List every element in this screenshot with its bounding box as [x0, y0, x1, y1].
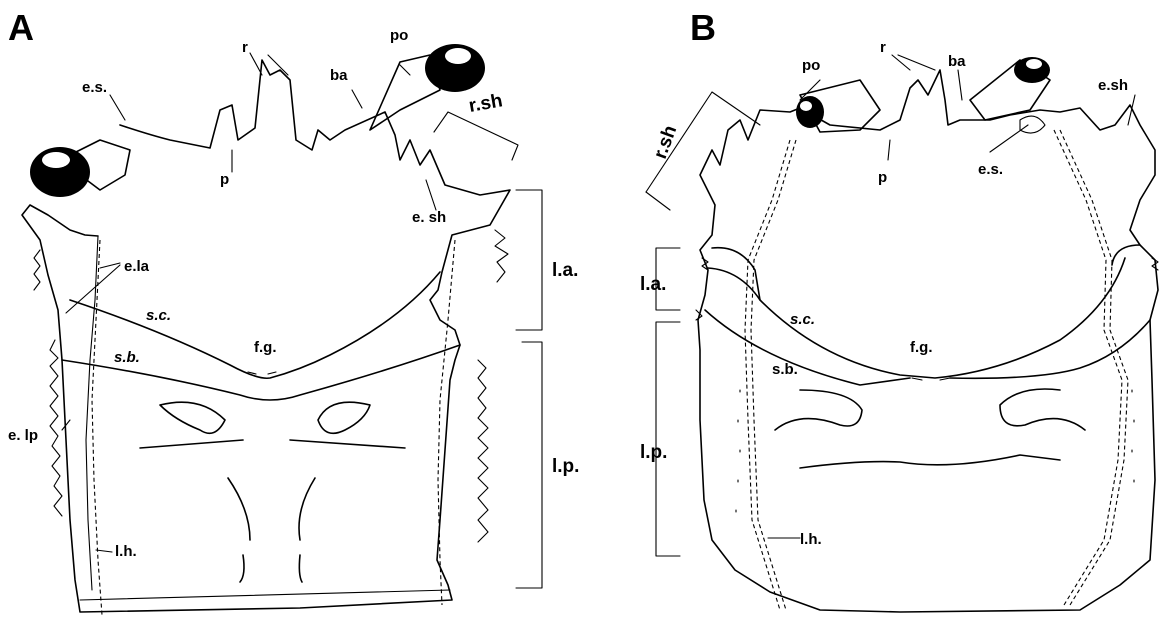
- panel-b-label-lh: l.h.: [800, 531, 822, 548]
- panel-b-eye-socket: [1020, 116, 1045, 133]
- panel-a-label-ela: e.la: [124, 258, 150, 275]
- panel-a-label-elp: e. lp: [8, 427, 38, 444]
- panel-b-lobe-right: [1000, 389, 1085, 430]
- panel-b-eye-left: [796, 80, 880, 132]
- panel-b-lobe-left: [775, 390, 862, 430]
- panel-b-linea-right-1: [1060, 130, 1128, 605]
- panel-a-label-lp: l.p.: [552, 456, 579, 477]
- panel-a-label-esh: e. sh: [412, 209, 446, 226]
- panel-a-fg-marks: [248, 372, 276, 374]
- panel-a-linea-left: [92, 240, 102, 615]
- panel-a-label-ba: ba: [330, 67, 348, 84]
- panel-a-label-fg: f.g.: [254, 339, 277, 356]
- panel-b-label-lp: l.p.: [640, 442, 667, 463]
- panel-b-edge-spines: [696, 258, 1158, 320]
- panel-a-leaders: [62, 53, 436, 552]
- panel-b-label-sc: s.c.: [790, 311, 815, 328]
- panel-b-label-r: r: [880, 39, 886, 56]
- panel-a-right-spines: [478, 230, 508, 542]
- panel-a-label-sc: s.c.: [146, 307, 171, 324]
- panel-b-side-dots: [736, 390, 1134, 512]
- panel-a-left-wall: [86, 236, 98, 590]
- panel-a-curve-2: [299, 478, 315, 540]
- panel-a: A: [8, 7, 579, 615]
- panel-a-lobe-right: [318, 402, 370, 433]
- panel-b-letter: B: [690, 7, 716, 48]
- panel-a-label-r: r: [242, 39, 248, 56]
- panel-a-curve-4: [299, 555, 302, 582]
- panel-a-rsh-bracket: [434, 112, 518, 160]
- panel-b-lp-bracket: [656, 322, 680, 556]
- panel-b-side-lobe-right: [1112, 245, 1140, 265]
- panel-b-label-po: po: [802, 57, 820, 74]
- panel-b-side-lobe-left: [712, 248, 760, 300]
- panel-a-la-bracket: [516, 190, 542, 330]
- panel-a-curve-3: [240, 555, 244, 582]
- panel-a-left-spines: [34, 250, 62, 516]
- panel-b-label-ba: ba: [948, 53, 966, 70]
- panel-b-label-rsh: r.sh: [650, 123, 681, 162]
- panel-a-letter: A: [8, 7, 34, 48]
- panel-b-transverse-line: [800, 455, 1060, 468]
- panel-a-posterior-border: [80, 590, 450, 600]
- panel-a-line-right: [290, 440, 405, 448]
- panel-a-label-p: p: [220, 171, 229, 188]
- panel-a-lobe-left: [160, 402, 225, 433]
- panel-b-label-sb: s.b.: [772, 361, 798, 378]
- panel-b-label-fg: f.g.: [910, 339, 933, 356]
- panel-b-label-p: p: [878, 169, 887, 186]
- panel-a-label-po: po: [390, 27, 408, 44]
- panel-a-label-es: e.s.: [82, 79, 107, 96]
- panel-b: B: [640, 7, 1158, 612]
- panel-a-line-left: [140, 440, 243, 448]
- panel-b-rsh-bracket-end: [646, 192, 670, 210]
- panel-b-cervical-groove: [708, 258, 1125, 378]
- panel-a-label-rsh: r.sh: [467, 90, 504, 117]
- panel-a-eye-left: [30, 140, 130, 197]
- panel-b-label-es: e.s.: [978, 161, 1003, 178]
- panel-a-label-sb: s.b.: [114, 349, 140, 366]
- panel-a-lp-bracket: [516, 342, 542, 588]
- panel-b-label-esh: e.sh: [1098, 77, 1128, 94]
- panel-a-curve-1: [228, 478, 250, 540]
- panel-a-label-la: l.a.: [552, 260, 578, 281]
- panel-b-label-la: l.a.: [640, 274, 666, 295]
- panel-b-linea-right-2: [1054, 130, 1122, 605]
- panel-a-label-lh: l.h.: [115, 543, 137, 560]
